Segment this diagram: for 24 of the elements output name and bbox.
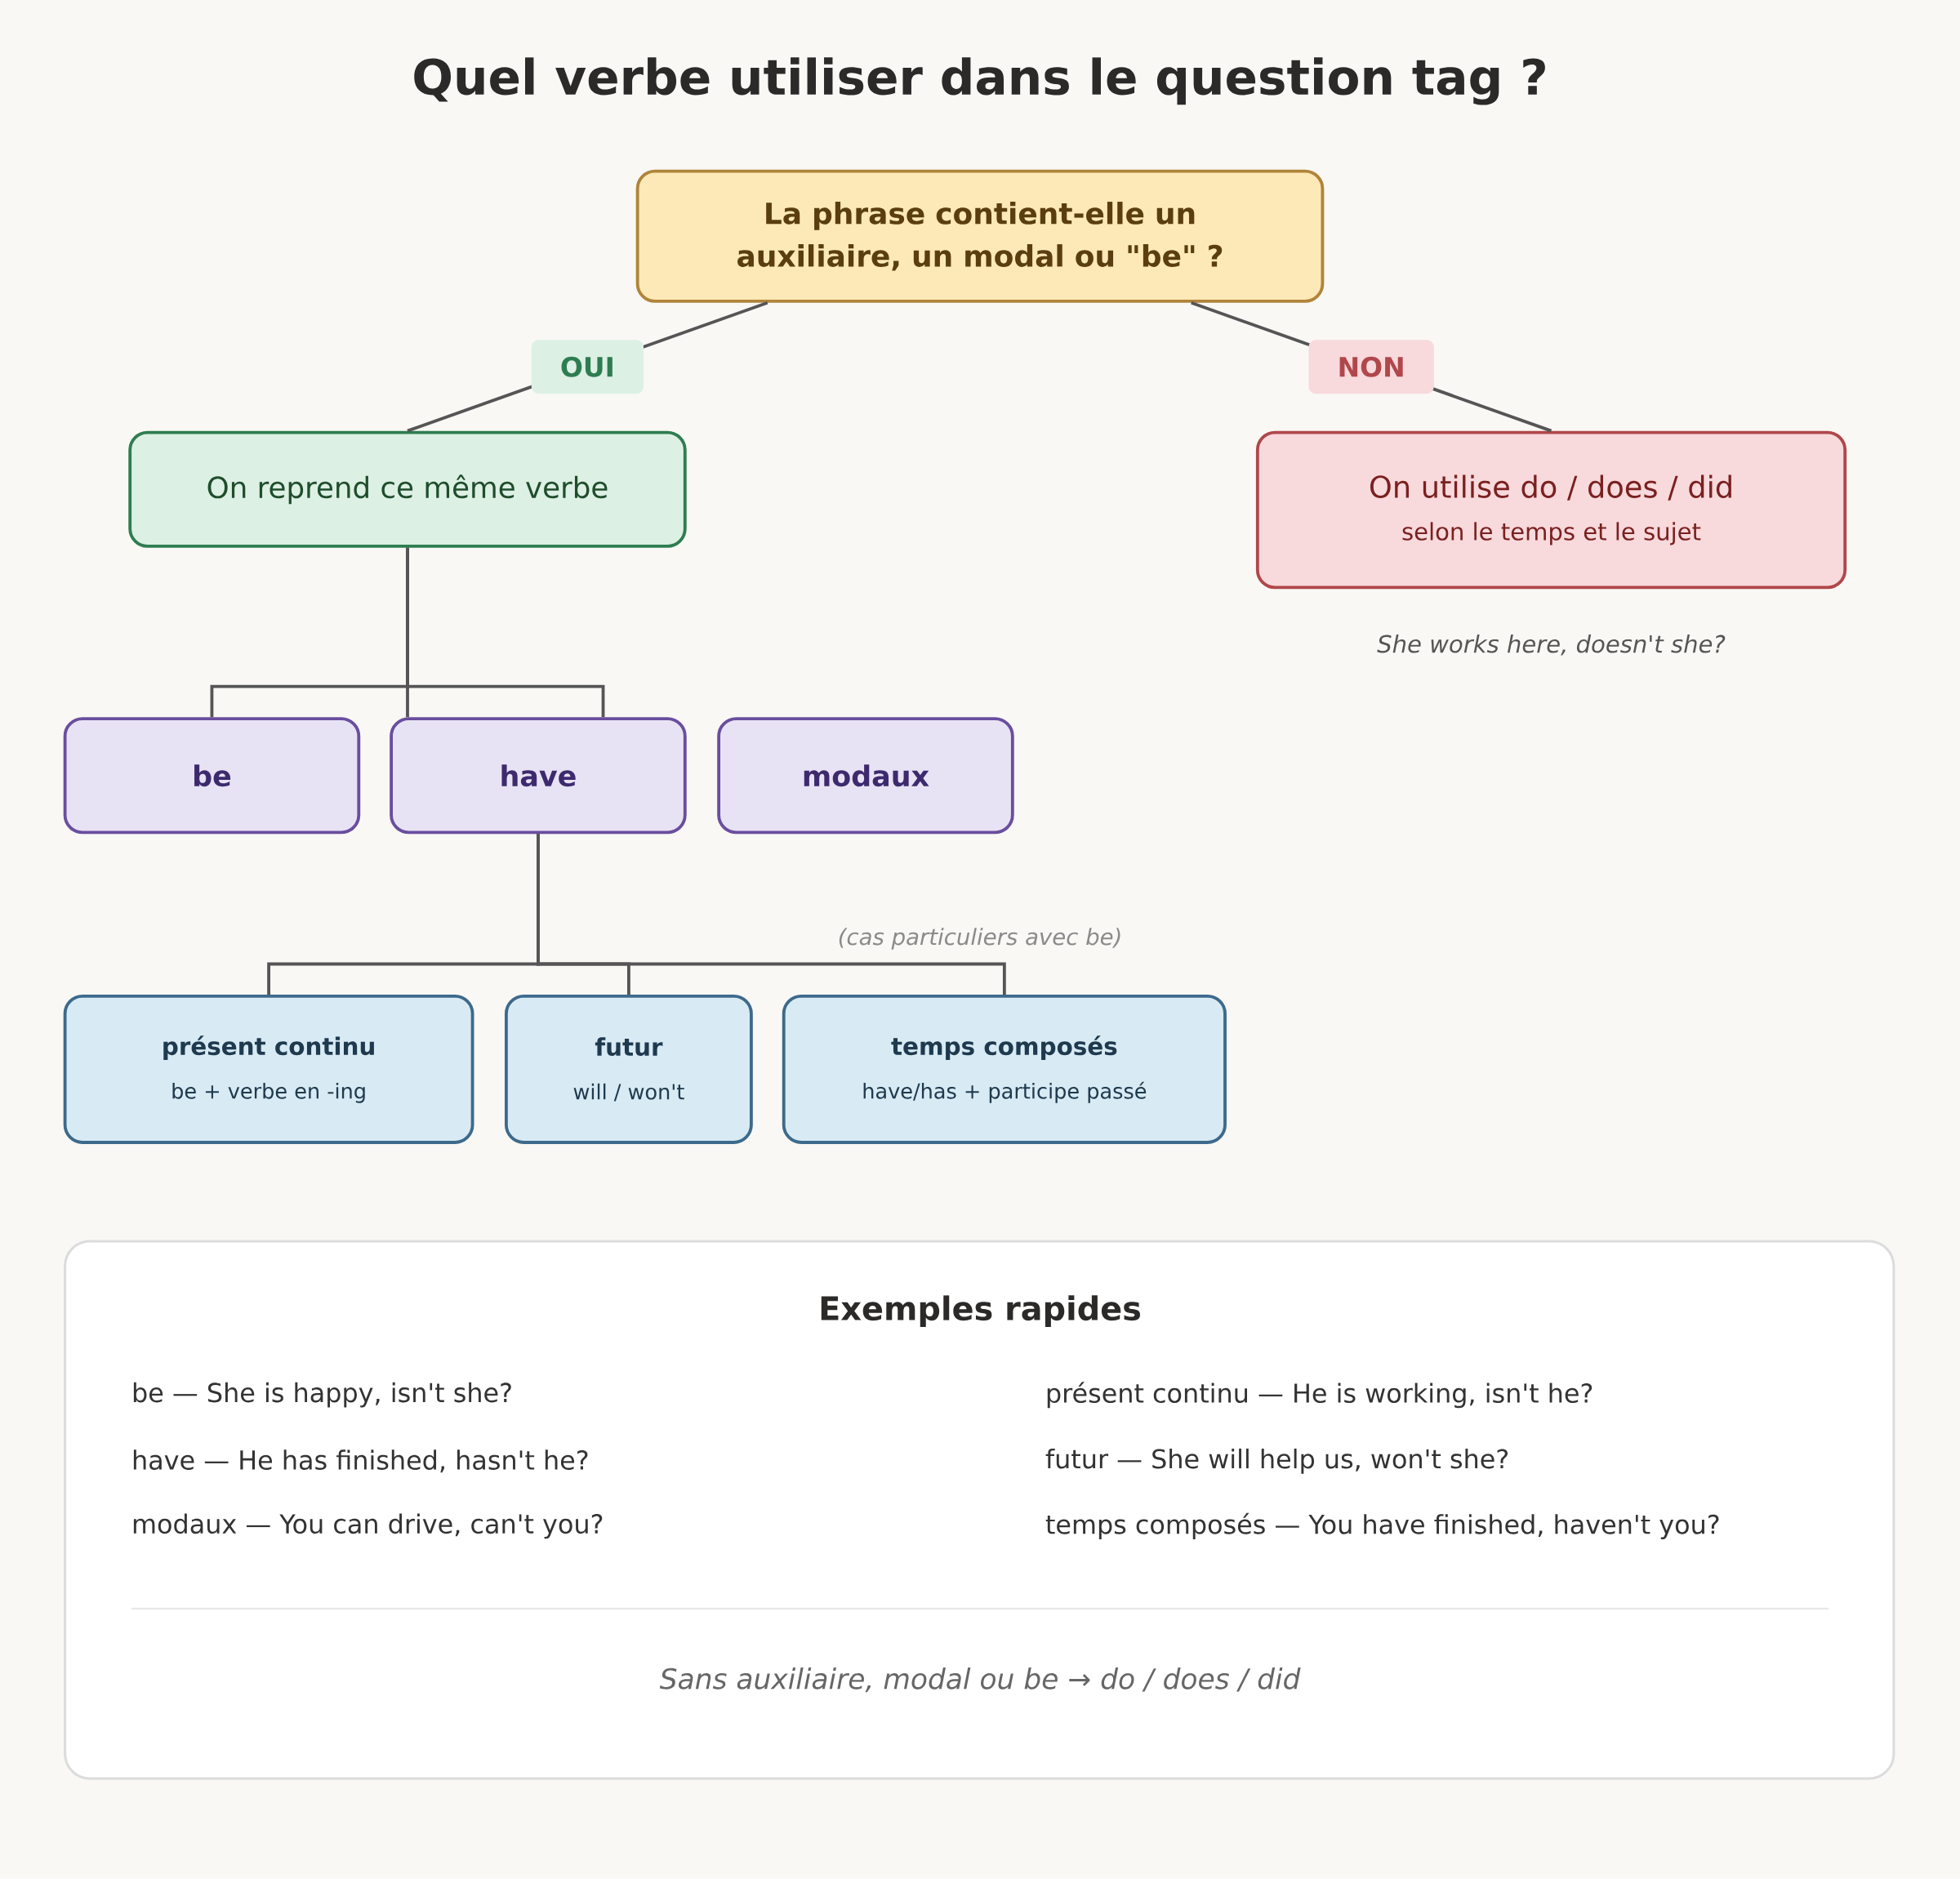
verb-box: be — [63, 717, 361, 835]
tense-box: temps composés have/has + participe passé — [782, 995, 1227, 1145]
diagram-title: Quel verbe utiliser dans le question tag ? — [414, 57, 1545, 105]
verb-box: modaux — [717, 717, 1014, 835]
example-sentence: She works here, doesn't she? — [1377, 634, 1726, 656]
summary-note: Sans auxiliaire, modal ou be → do / does / did — [659, 1668, 1301, 1693]
connector-line — [406, 548, 605, 718]
connector-line — [537, 834, 1006, 995]
example-sentence: futur — She will help us, won't she? — [1045, 1449, 1508, 1474]
edge-label: OUI — [531, 340, 644, 394]
note-text: (cas particuliers avec be) — [839, 928, 1120, 951]
edge-label: NON — [1308, 340, 1434, 394]
tense-box: futur will / won't — [505, 995, 753, 1145]
panel-heading: Exemples rapides — [821, 1295, 1140, 1328]
example-sentence: temps composés — You have finished, haven't you? — [1045, 1513, 1719, 1540]
result-box: On utilise do / does / did selon le temps et le sujet — [1255, 430, 1847, 590]
question-box: La phrase contient-elle un auxiliaire, un modal ou "be" ? — [635, 170, 1325, 304]
example-sentence: présent continu — He is working, isn't he? — [1047, 1382, 1592, 1409]
verb-box: have — [390, 717, 687, 835]
tense-box: présent continu be + verbe en -ing — [63, 995, 474, 1145]
result-box: On reprend ce même verbe — [128, 430, 687, 549]
example-sentence: be — She is happy, isn't she? — [133, 1383, 511, 1408]
example-sentence: modaux — You can drive, can't you? — [133, 1513, 603, 1539]
example-sentence: have — He has finished, hasn't he? — [133, 1449, 588, 1473]
